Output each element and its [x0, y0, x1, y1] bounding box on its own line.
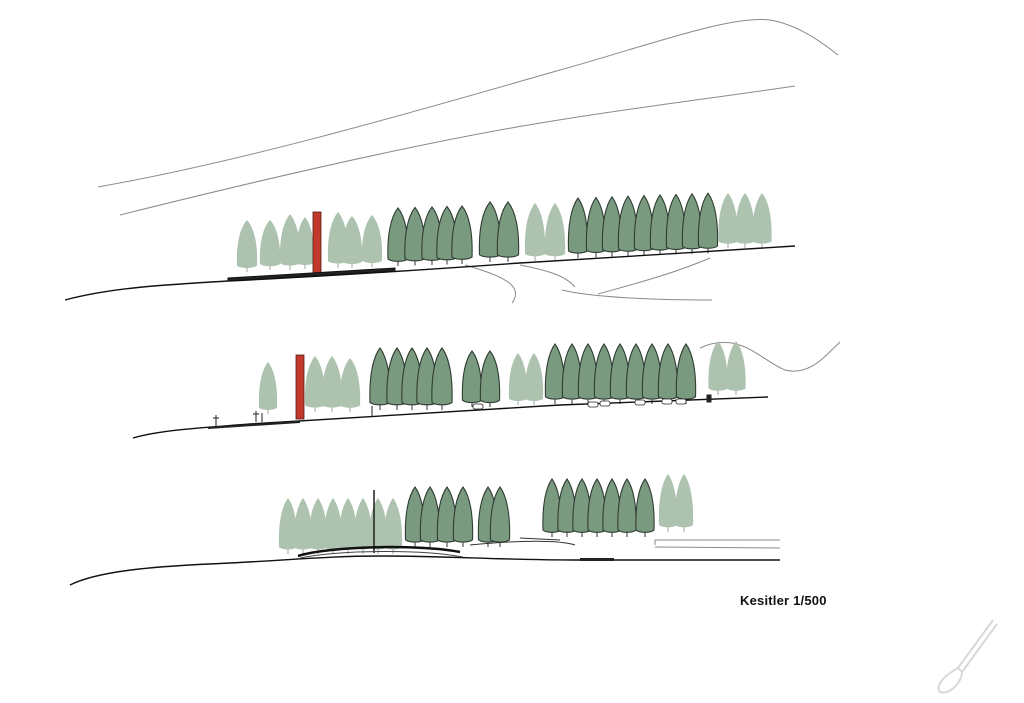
tree-light: [726, 341, 746, 395]
tree-light: [735, 193, 755, 248]
tree-dark: [451, 205, 473, 264]
section-3-ground-line: [69, 555, 780, 586]
tree-light: [508, 353, 528, 405]
section-2-plaza-slab: [208, 421, 300, 429]
tree-light: [341, 216, 363, 268]
tree-dark: [617, 478, 637, 537]
section-3-bridge-arc: [299, 550, 464, 559]
tree-light: [524, 353, 544, 405]
background-hill-lines: [97, 18, 841, 561]
tree-dark: [387, 207, 409, 266]
tree-dark: [587, 478, 607, 537]
tree-dark: [561, 343, 583, 404]
tree-dark: [369, 347, 391, 410]
tree-dark: [404, 206, 426, 266]
tree-dark: [436, 486, 458, 547]
tree-light: [293, 498, 313, 554]
tree-dark: [496, 201, 520, 262]
section-1-tree-row: [236, 192, 772, 272]
section-1-ground-line: [64, 245, 796, 301]
tree-light: [321, 356, 343, 412]
car: [472, 403, 484, 410]
section-3-tree-row: [278, 474, 694, 554]
tree-dark: [452, 486, 474, 547]
tree-light: [236, 220, 258, 272]
section-3-slab: [580, 558, 614, 561]
tree-dark: [609, 343, 631, 404]
tree-light: [339, 358, 361, 412]
car: [587, 401, 599, 408]
tree-light: [752, 193, 772, 248]
tree-dark: [478, 201, 502, 262]
tree-light: [278, 498, 298, 554]
tree-light: [361, 215, 383, 267]
caption-scale-label: Kesitler 1/500: [740, 593, 827, 608]
tree-dark: [641, 343, 663, 404]
tree-light: [708, 341, 728, 395]
pen-logo-watermark: [937, 619, 998, 694]
tree-light: [524, 203, 546, 261]
tree-dark: [657, 343, 679, 404]
tree-light: [718, 193, 738, 248]
tree-light: [304, 356, 326, 412]
bollard: [706, 394, 712, 403]
car: [599, 400, 611, 407]
section-1-road-line: [519, 264, 576, 288]
tree-dark: [479, 350, 501, 407]
section-2-red-tower: [295, 354, 305, 420]
tree-light: [658, 474, 678, 532]
tree-dark: [577, 343, 599, 404]
tree-light: [544, 203, 566, 261]
tree-dark: [675, 343, 697, 404]
hill-contour-upper: [97, 18, 839, 188]
section-3-bridge-deck: [297, 545, 461, 558]
tree-light: [258, 362, 278, 414]
tree-dark: [419, 486, 441, 547]
section-2: [132, 341, 769, 439]
section-3: [69, 474, 780, 586]
tree-light: [383, 498, 403, 554]
car: [634, 399, 646, 406]
section-1: [64, 192, 796, 301]
section-3-road: [600, 539, 781, 561]
person-figure: [213, 415, 219, 426]
tree-light: [295, 217, 315, 269]
tree-dark: [625, 343, 647, 404]
hill-contour-lower: [119, 85, 796, 216]
tree-dark: [635, 478, 655, 537]
section-2-people: [213, 394, 712, 426]
section-2-cars: [472, 398, 687, 410]
tree-dark: [697, 192, 719, 254]
section-2-tree-row: [258, 341, 746, 414]
tree-dark: [461, 350, 483, 407]
section-1-red-tower: [312, 211, 322, 275]
tree-dark: [567, 197, 589, 258]
car: [661, 398, 673, 405]
tree-light: [259, 220, 281, 270]
tree-dark: [544, 343, 566, 404]
section-3-path: [469, 537, 576, 546]
tree-dark: [431, 347, 453, 410]
section-1-plaza-slab: [227, 267, 396, 282]
car: [675, 398, 687, 405]
section-1-road-curve: [464, 264, 516, 304]
tree-light: [674, 474, 694, 532]
tree-light: [279, 214, 301, 270]
section-1-path-arrow: [561, 257, 713, 301]
person-figure: [253, 411, 259, 422]
section-2-hill-right: [699, 341, 841, 372]
